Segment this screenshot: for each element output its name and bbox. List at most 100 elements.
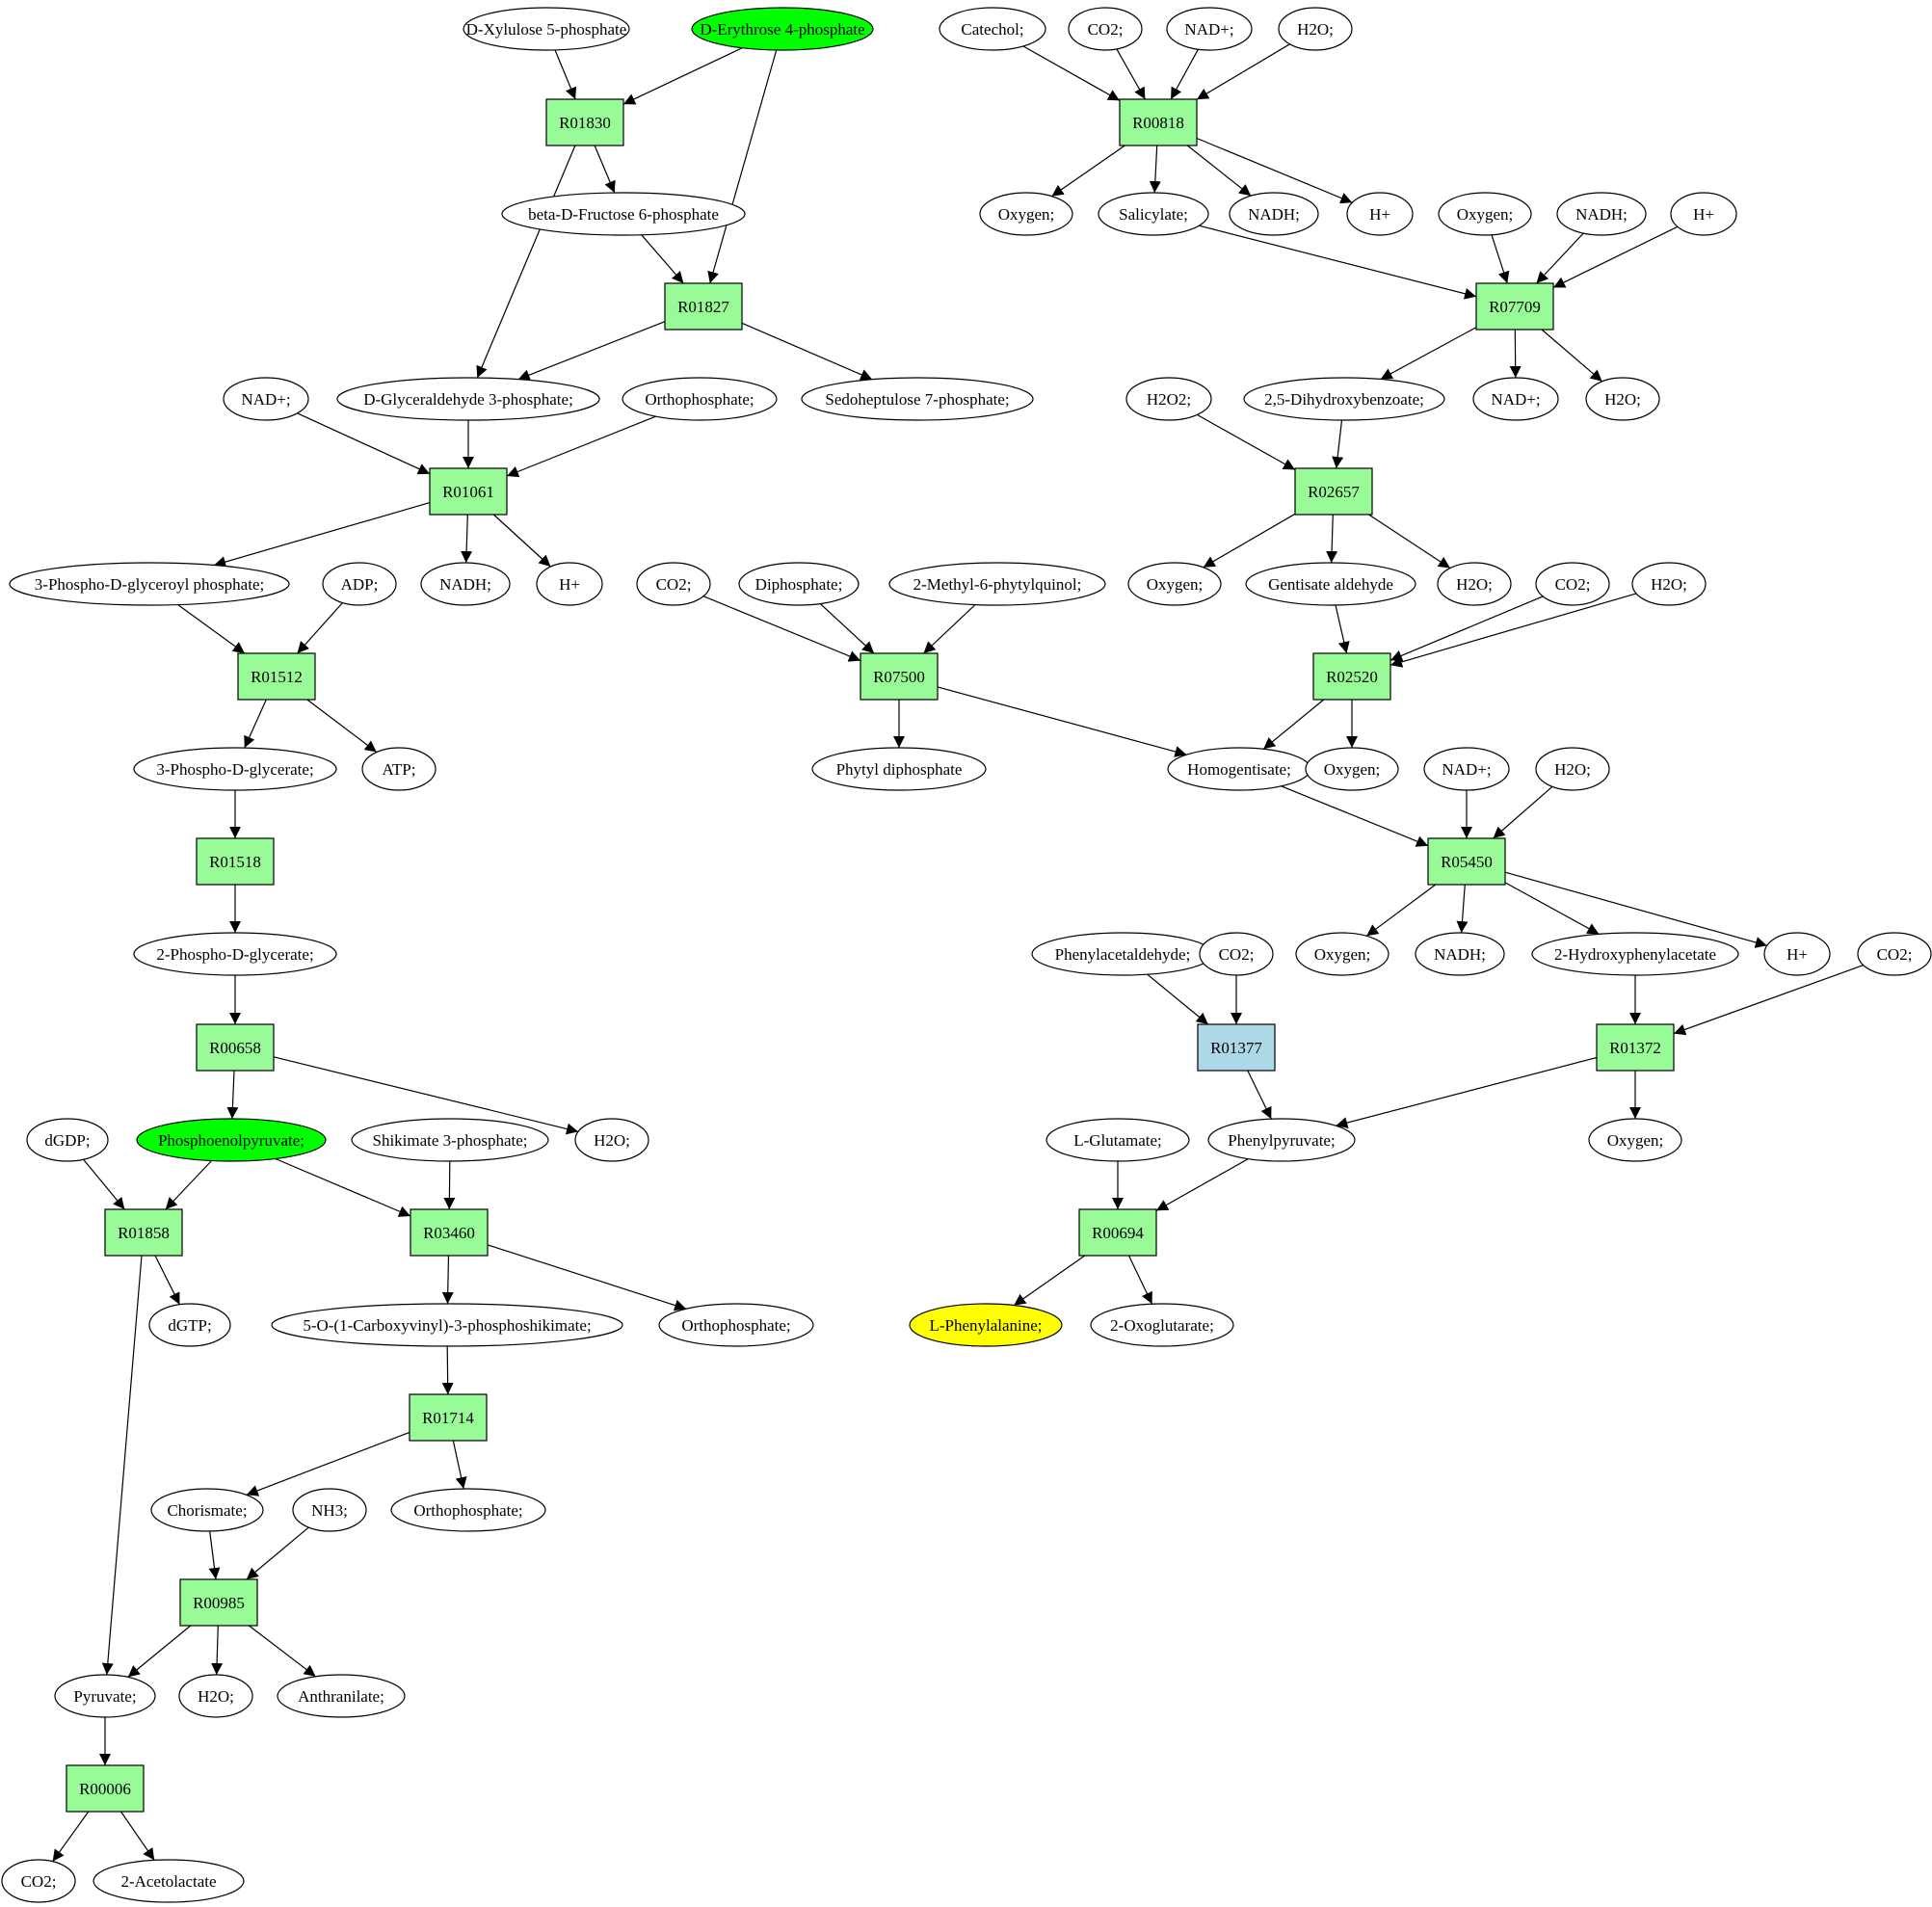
- compound-node-c_co2_a[interactable]: CO2;: [1068, 7, 1143, 51]
- compound-node-c_mpq[interactable]: 2-Methyl-6-phytylquinol;: [888, 562, 1106, 606]
- compound-node-c_adp[interactable]: ADP;: [322, 562, 397, 606]
- edge-r_01714-to-c_pi_c: [452, 1440, 467, 1490]
- compound-node-c_pi_b[interactable]: Orthophosphate;: [658, 1303, 814, 1347]
- compound-node-c_nadp_b[interactable]: NAD+;: [223, 377, 309, 421]
- compound-node-c_co2_c[interactable]: CO2;: [1535, 562, 1610, 606]
- compound-node-c_pi_a[interactable]: Orthophosphate;: [622, 377, 778, 421]
- reaction-node-r_07709[interactable]: R07709: [1475, 282, 1554, 331]
- reaction-node-r_01512[interactable]: R01512: [237, 652, 316, 701]
- compound-node-c_hp_d[interactable]: H+: [1763, 932, 1831, 976]
- compound-node-c_dgdp[interactable]: dGDP;: [26, 1118, 109, 1162]
- compound-node-c_phacald[interactable]: Phenylacetaldehyde;: [1031, 932, 1214, 976]
- reaction-node-r_00006[interactable]: R00006: [66, 1764, 145, 1813]
- compound-ellipse: [133, 747, 337, 791]
- compound-node-c_pyr[interactable]: Pyruvate;: [54, 1674, 156, 1718]
- compound-node-c_h2o_c[interactable]: H2O;: [1437, 562, 1512, 606]
- compound-node-c_h2o_e[interactable]: H2O;: [1535, 747, 1610, 791]
- compound-node-c_bfru6p[interactable]: beta-D-Fructose 6-phosphate: [501, 192, 746, 236]
- compound-node-c_g3p[interactable]: D-Glyceraldehyde 3-phosphate;: [336, 377, 600, 421]
- compound-node-c_pi_c[interactable]: Orthophosphate;: [390, 1488, 546, 1532]
- compound-node-c_atp[interactable]: ATP;: [361, 747, 437, 791]
- compound-node-c_nadh_d[interactable]: NADH;: [1415, 932, 1505, 976]
- compound-node-c_co2_e[interactable]: CO2;: [1857, 932, 1932, 976]
- reaction-node-r_00985[interactable]: R00985: [179, 1578, 258, 1627]
- node-label: CO2;: [1555, 575, 1591, 594]
- compound-node-c_2pdg[interactable]: 2-Phospho-D-glycerate;: [133, 932, 337, 976]
- compound-node-c_s7p[interactable]: Sedoheptulose 7-phosphate;: [801, 377, 1034, 421]
- reaction-node-r_01858[interactable]: R01858: [104, 1208, 183, 1257]
- reaction-node-r_00694[interactable]: R00694: [1078, 1208, 1157, 1257]
- reaction-node-r_01372[interactable]: R01372: [1596, 1023, 1675, 1072]
- reaction-node-r_01827[interactable]: R01827: [664, 282, 743, 331]
- compound-node-c_h2o2[interactable]: H2O2;: [1125, 377, 1212, 421]
- compound-node-c_anth[interactable]: Anthranilate;: [277, 1674, 406, 1718]
- compound-node-c_xyl5p[interactable]: D-Xylulose 5-phosphate: [463, 7, 630, 51]
- reaction-node-r_01714[interactable]: R01714: [409, 1393, 488, 1442]
- compound-node-c_co2_b[interactable]: CO2;: [636, 562, 711, 606]
- compound-node-c_2hpa[interactable]: 2-Hydroxyphenylacetate: [1531, 932, 1739, 976]
- compound-node-c_phe[interactable]: L-Phenylalanine;: [909, 1303, 1063, 1347]
- compound-node-c_epsp[interactable]: 5-O-(1-Carboxyvinyl)-3-phosphoshikimate;: [271, 1303, 623, 1347]
- compound-node-c_phytylpp[interactable]: Phytyl diphosphate: [811, 747, 987, 791]
- node-label: R05450: [1441, 853, 1493, 871]
- compound-node-c_nadp_d[interactable]: NAD+;: [1423, 747, 1510, 791]
- compound-node-c_glu[interactable]: L-Glutamate;: [1045, 1118, 1190, 1162]
- compound-node-c_hp_a[interactable]: H+: [1346, 192, 1414, 236]
- compound-node-c_co2_f[interactable]: CO2;: [1, 1859, 76, 1903]
- compound-node-c_e4p[interactable]: D-Erythrose 4-phosphate: [691, 7, 874, 51]
- compound-node-c_oxy_d[interactable]: Oxygen;: [1305, 747, 1399, 791]
- compound-node-c_chor[interactable]: Chorismate;: [150, 1488, 264, 1532]
- reaction-node-r_01518[interactable]: R01518: [196, 837, 275, 886]
- compound-node-c_hp_c[interactable]: H+: [536, 562, 603, 606]
- compound-node-c_phpyr[interactable]: Phenylpyruvate;: [1207, 1118, 1356, 1162]
- compound-node-c_h2o_a[interactable]: H2O;: [1278, 7, 1353, 51]
- reaction-node-r_02520[interactable]: R02520: [1312, 652, 1391, 701]
- reaction-box: [860, 652, 939, 701]
- compound-node-c_oxy_b[interactable]: Oxygen;: [1438, 192, 1532, 236]
- compound-node-c_h2o_f[interactable]: H2O;: [574, 1118, 649, 1162]
- compound-node-c_oxy_f[interactable]: Oxygen;: [1588, 1118, 1682, 1162]
- compound-node-c_nadp_a[interactable]: NAD+;: [1166, 7, 1253, 51]
- compound-ellipse: [1229, 192, 1319, 236]
- compound-node-c_oxy_a[interactable]: Oxygen;: [979, 192, 1073, 236]
- compound-node-c_hp_b[interactable]: H+: [1670, 192, 1737, 236]
- compound-node-c_h2o_d[interactable]: H2O;: [1631, 562, 1707, 606]
- reaction-node-r_00818[interactable]: R00818: [1119, 98, 1198, 146]
- compound-node-c_gentald[interactable]: Gentisate aldehyde: [1245, 562, 1416, 606]
- compound-node-c_nadh_c[interactable]: NADH;: [420, 562, 511, 606]
- compound-node-c_nadh_a[interactable]: NADH;: [1229, 192, 1319, 236]
- reaction-node-r_02657[interactable]: R02657: [1294, 467, 1373, 516]
- compound-node-c_h2o_g[interactable]: H2O;: [178, 1674, 253, 1718]
- reaction-node-r_07500[interactable]: R07500: [860, 652, 939, 701]
- compound-node-c_co2_d[interactable]: CO2;: [1199, 932, 1274, 976]
- reaction-box: [104, 1208, 183, 1257]
- compound-node-c_nadp_c[interactable]: NAD+;: [1472, 377, 1559, 421]
- compound-node-c_nh3[interactable]: NH3;: [292, 1488, 367, 1532]
- edge-r_01512-to-c_3pdg: [244, 699, 267, 749]
- compound-node-c_h2o_b[interactable]: H2O;: [1585, 377, 1660, 421]
- compound-node-c_oxy_c[interactable]: Oxygen;: [1127, 562, 1222, 606]
- reaction-box: [1078, 1208, 1157, 1257]
- compound-node-c_3pdg[interactable]: 3-Phospho-D-glycerate;: [133, 747, 337, 791]
- compound-node-c_ppi[interactable]: Diphosphate;: [738, 562, 860, 606]
- compound-node-c_dgtp[interactable]: dGTP;: [148, 1303, 231, 1347]
- compound-node-c_s3p[interactable]: Shikimate 3-phosphate;: [351, 1118, 549, 1162]
- node-label: R07709: [1489, 298, 1541, 316]
- compound-node-c_homogent[interactable]: Homogentisate;: [1167, 747, 1311, 791]
- compound-node-c_nadh_b[interactable]: NADH;: [1556, 192, 1647, 236]
- reaction-node-r_01061[interactable]: R01061: [429, 467, 508, 516]
- compound-node-c_2acl[interactable]: 2-Acetolactate: [93, 1859, 245, 1903]
- reaction-node-r_00658[interactable]: R00658: [196, 1023, 275, 1072]
- compound-node-c_2og[interactable]: 2-Oxoglutarate;: [1090, 1303, 1234, 1347]
- compound-node-c_pep[interactable]: Phosphoenolpyruvate;: [136, 1118, 327, 1162]
- compound-node-c_salicylate[interactable]: Salicylate;: [1098, 192, 1209, 236]
- compound-node-c_dhb[interactable]: 2,5-Dihydroxybenzoate;: [1243, 377, 1445, 421]
- compound-node-c_catechol[interactable]: Catechol;: [939, 7, 1046, 51]
- compound-node-c_3pdgp[interactable]: 3-Phospho-D-glyceroyl phosphate;: [9, 562, 290, 606]
- reaction-node-r_01830[interactable]: R01830: [545, 98, 624, 146]
- reaction-node-r_05450[interactable]: R05450: [1427, 837, 1506, 886]
- node-label: H+: [1693, 205, 1714, 224]
- reaction-node-r_03460[interactable]: R03460: [410, 1208, 489, 1257]
- compound-node-c_oxy_e[interactable]: Oxygen;: [1295, 932, 1389, 976]
- reaction-node-r_01377[interactable]: R01377: [1197, 1023, 1276, 1072]
